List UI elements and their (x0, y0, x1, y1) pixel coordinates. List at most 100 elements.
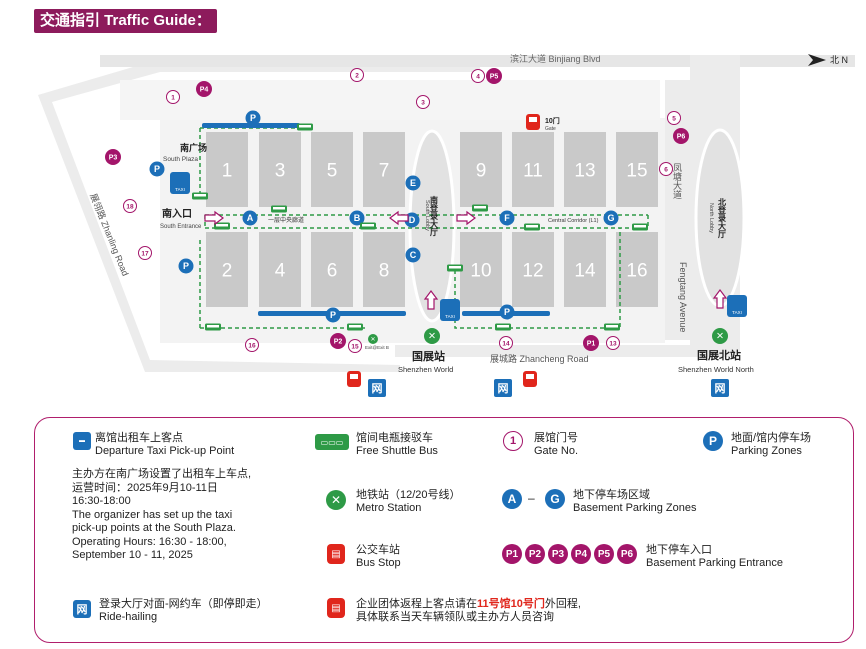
taxi-note-line: Operating Hours: 16:30 - 18:00, (72, 535, 227, 548)
hall-8: 8 (363, 232, 405, 307)
gate-2-icon-label: 2 (355, 72, 359, 79)
parking-entrance-p1-icon: P1 (583, 335, 599, 351)
gate-6-icon-shape (659, 162, 673, 176)
hall-number: 13 (574, 161, 595, 182)
hall-number: 12 (522, 261, 543, 282)
corridor-cn: 一层中央廊道 (268, 216, 304, 224)
shuttle-bus-icon (447, 264, 463, 272)
south-plaza-en: South Plaza (163, 156, 198, 163)
shuttle-bus-window (273, 207, 285, 210)
parking-zone-g-icon-shape (603, 210, 619, 226)
hall-shape (259, 232, 301, 307)
legend-taxi-en: Departure Taxi Pick-up Point (95, 445, 235, 457)
parking-entrance-icon: P6 (617, 544, 637, 564)
north-lobby-cn: 北登录大厅 (717, 197, 727, 239)
ride-hailing-icon: 网 (368, 379, 386, 397)
shuttle-bus-icon (472, 204, 488, 212)
hall-shape (564, 232, 606, 307)
shuttle-bus-window (606, 325, 618, 328)
north-lobby-en: North Lobby (708, 203, 714, 233)
parking-icon: P (178, 258, 194, 274)
shuttle-bus-icon (495, 323, 511, 331)
parking-zone-c-icon: C (405, 247, 421, 263)
legend-bp-cn: 地下停车场区域 (573, 489, 650, 501)
parking-entrance-p6-icon-label: P6 (677, 134, 686, 141)
parking-icon-label: P (330, 310, 336, 320)
hall-shape (460, 132, 502, 207)
metro-icon: ✕ (368, 334, 378, 344)
parking-zone-e-icon-label: E (410, 178, 416, 188)
taxi-note-line: 主办方在南广场设置了出租车上车点, (72, 468, 252, 480)
station-north-cn: 国展北站 (697, 348, 741, 362)
taxi-icon-shape (727, 295, 747, 317)
gate-number-icon: 1 (503, 431, 523, 451)
metro-icon-glyph: ✕ (716, 331, 724, 342)
legend-group-line1: 企业团体返程上客点请在11号馆10号门外回程, (356, 598, 581, 610)
hall-number: 16 (626, 261, 647, 282)
parking-icon-shape (149, 161, 165, 177)
ride-hailing-icon: 网 (494, 379, 512, 397)
hall-number: 6 (327, 261, 338, 282)
taxi-icon-shape (440, 299, 460, 321)
gate-5-icon-shape (667, 111, 681, 125)
bus-stop-icon (526, 114, 540, 130)
hall-number: 8 (379, 261, 390, 282)
hall-1: 1 (206, 132, 248, 207)
parking-entrance-p4-icon-label: P4 (200, 87, 209, 94)
legend-bus-cn: 公交车站 (356, 544, 400, 556)
south-lobby-cn: 南登录大厅 (429, 195, 439, 237)
entrance-arrow-icon (204, 210, 224, 226)
parking-entrance-p5-icon: P5 (486, 68, 502, 84)
parking-entrance-p1-icon-label: P1 (587, 341, 596, 348)
taxi-note-line: 运营时间：2025年9月10-11日 (72, 481, 218, 494)
parking-icon: P (703, 431, 723, 451)
parking-entrance-p4-icon: P4 (196, 81, 212, 97)
entrance-arrow-icon (456, 210, 476, 226)
south-entrance-en: South Entrance (160, 224, 202, 230)
gate-14-icon-shape (499, 336, 513, 350)
legend-panel: ▬ 离馆出租车上客点 Departure Taxi Pick-up Point … (34, 417, 854, 643)
parking-zone-g-icon-label: G (607, 213, 614, 223)
hall-number: 14 (574, 261, 596, 282)
shuttle-bus-icon (360, 222, 376, 230)
legend-ride-en: Ride-hailing (99, 611, 158, 623)
legend-shuttle-cn: 馆间电瓶接驳车 (356, 432, 433, 444)
metro-icon: ✕ (326, 490, 346, 510)
station-cn: 国展站 (412, 349, 445, 363)
shuttle-bus-window (474, 206, 486, 209)
gate-15-icon-label: 15 (351, 343, 359, 350)
parking-icon-shape (178, 258, 194, 274)
parking-icon-label: P (250, 113, 256, 123)
parking-entrance-p3-icon-shape (105, 149, 121, 165)
parking-entrance-p2-icon-shape (330, 333, 346, 349)
compass-label: 北 N (830, 55, 848, 65)
legend-pz-cn: 地面/馆内停车场 (731, 432, 812, 444)
parking-entrance-p3-icon: P3 (105, 149, 121, 165)
gate-13-icon-label: 13 (609, 340, 617, 347)
metro-icon: ✕ (424, 328, 440, 344)
metro-icon-shape (368, 334, 378, 344)
shuttle-bus-icon: ▭▭▭ (315, 434, 349, 450)
shuttle-bus-window (349, 325, 361, 328)
hall-number: 4 (275, 261, 286, 282)
legend-pe-cn: 地下停车入口 (646, 544, 712, 556)
taxi-icon: TAXI (440, 299, 460, 321)
taxi-icon: TAXI (170, 172, 190, 194)
parking-zone-b-icon: B (349, 210, 365, 226)
parking-zone-f-icon-label: F (504, 213, 510, 223)
bus-stop-icon (347, 371, 361, 387)
legend-dash: – (528, 491, 535, 505)
hall-shape (616, 132, 658, 207)
parking-icon-shape (499, 304, 515, 320)
parking-zone-a-icon-shape (242, 210, 258, 226)
parking-icon-label: P (183, 261, 189, 271)
shuttle-bus-icon (297, 123, 313, 131)
shuttle-bus-window (526, 225, 538, 228)
gate-18-icon: 18 (123, 199, 137, 213)
legend-bus-en: Bus Stop (356, 557, 401, 569)
north-arrow-icon (808, 54, 826, 66)
legend-bp-en: Basement Parking Zones (573, 502, 697, 514)
gate-1-icon-shape (166, 90, 180, 104)
gate-6-icon-label: 6 (664, 166, 668, 173)
